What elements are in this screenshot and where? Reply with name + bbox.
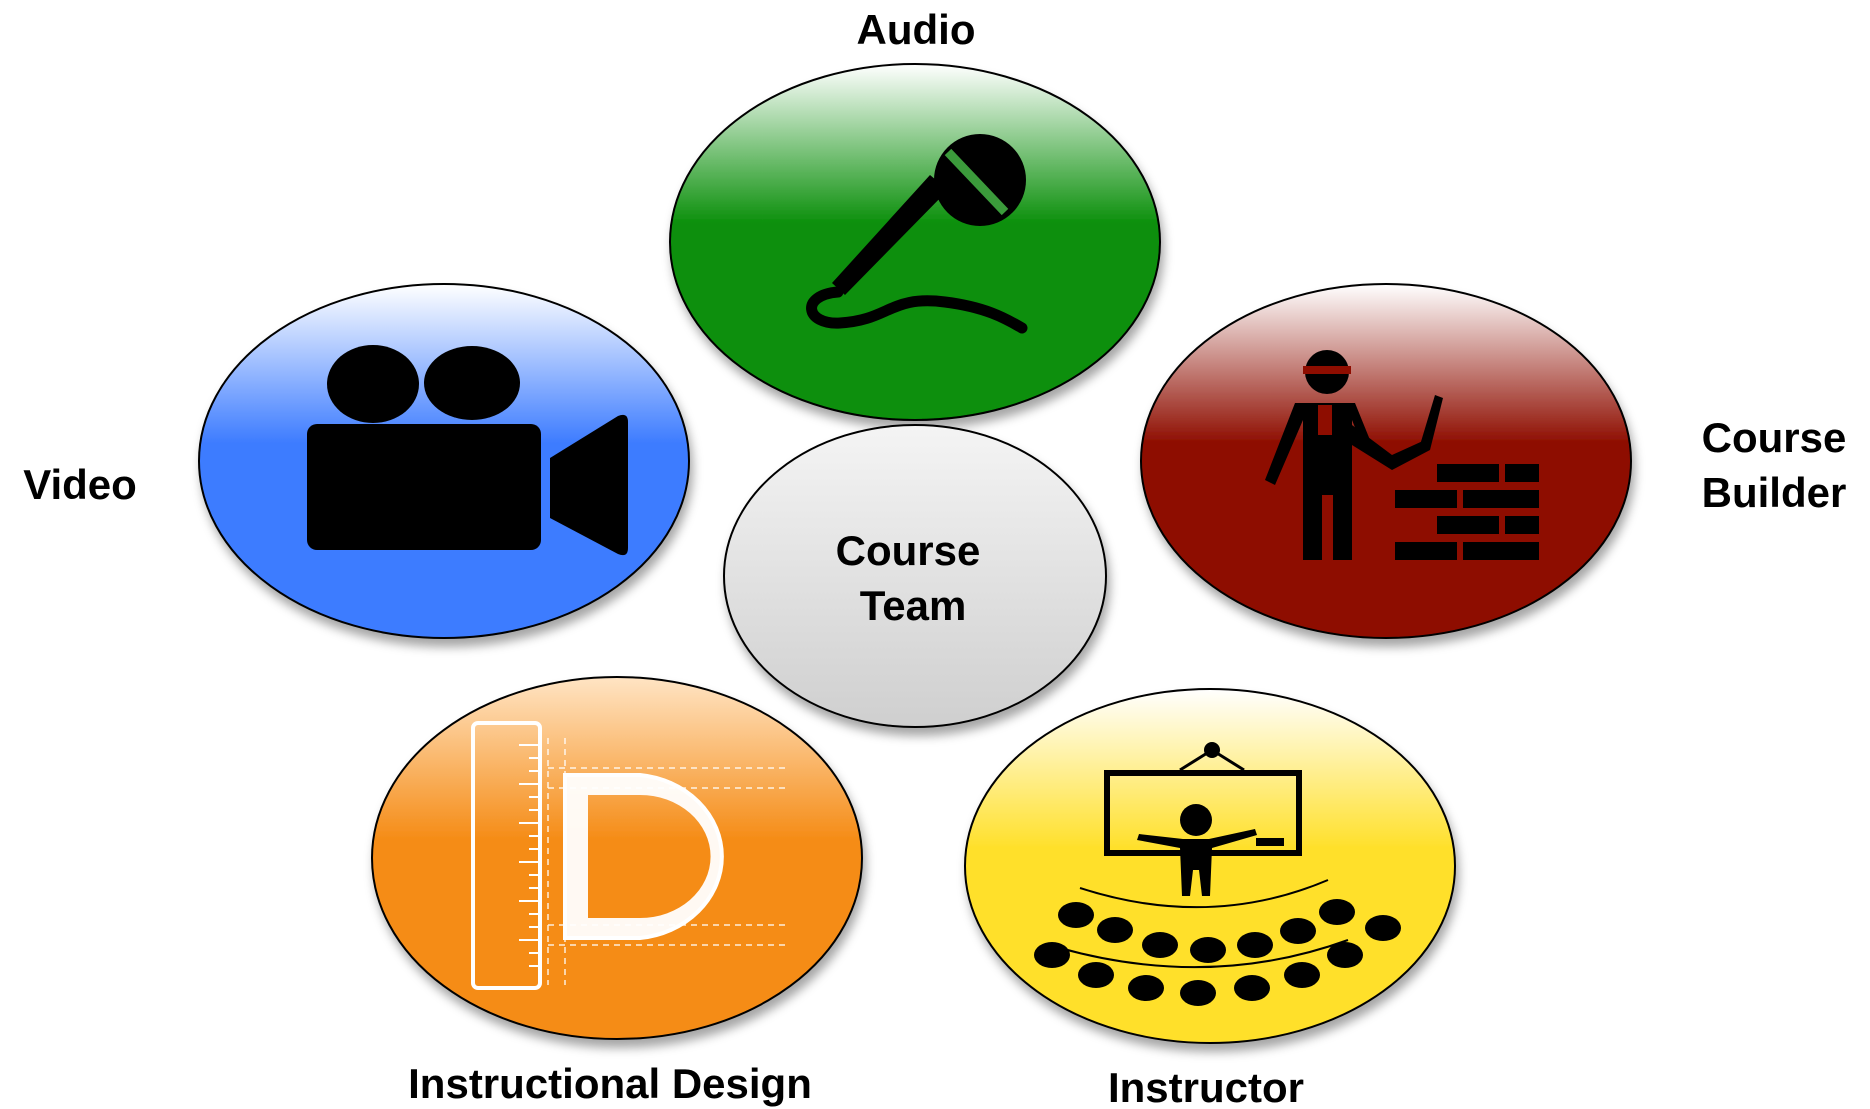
ruler-letter-d-icon <box>471 721 785 990</box>
construction-worker-icon <box>1265 350 1539 560</box>
video-camera-icon <box>307 345 628 556</box>
instructional-design-ellipse <box>371 676 863 1040</box>
course-builder-node: Course Builder <box>1140 283 1847 639</box>
course-builder-label-line2: Builder <box>1702 469 1847 516</box>
video-node: Video <box>23 283 690 639</box>
instructor-node: Instructor <box>964 688 1456 1109</box>
course-team-ellipse <box>723 424 1107 728</box>
instructor-label: Instructor <box>1108 1064 1304 1109</box>
instructional-design-label: Instructional Design <box>408 1060 812 1107</box>
audio-ellipse <box>669 63 1161 421</box>
course-team-label-line1: Course <box>836 527 981 574</box>
lecture-audience-icon <box>1034 742 1401 1006</box>
audio-node: Audio <box>669 6 1161 421</box>
video-label: Video <box>23 461 137 508</box>
microphone-icon <box>806 134 1028 334</box>
audio-label: Audio <box>857 6 976 53</box>
course-team-node: Course Team <box>723 424 1107 728</box>
course-builder-label-line1: Course <box>1702 414 1847 461</box>
course-team-label-line2: Team <box>860 582 967 629</box>
instructional-design-node: Instructional Design <box>371 676 863 1107</box>
